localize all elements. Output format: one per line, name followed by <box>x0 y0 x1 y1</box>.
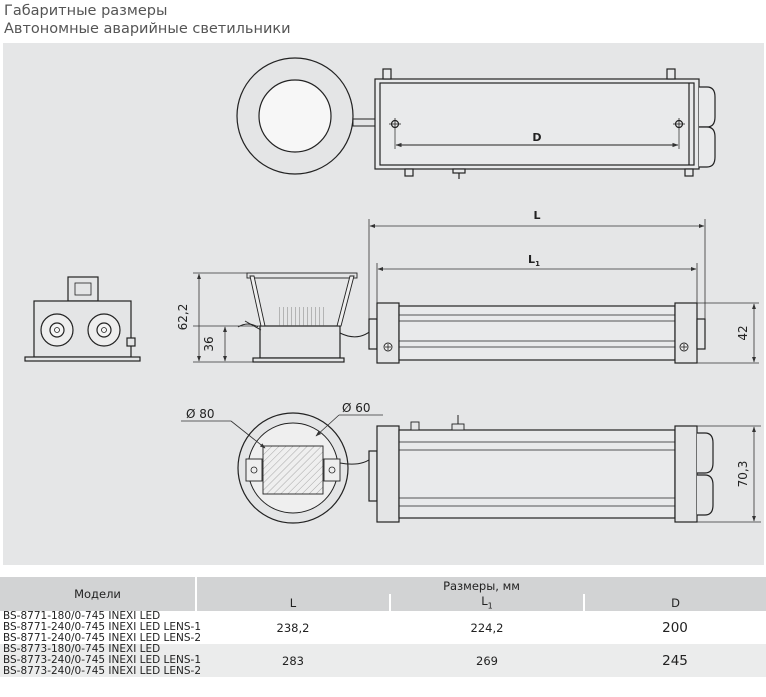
dimension-62-2-label: 62,2 <box>176 304 190 331</box>
model-name: BS-8773-240/0-745 INEXI LED LENS-2 <box>3 665 202 677</box>
table-row: BS-8771-180/0-745 INEXI LED BS-8771-240/… <box>0 611 766 644</box>
header-sizes: Размеры, мм <box>194 577 766 594</box>
model-name: BS-8773-180/0-745 INEXI LED <box>3 643 161 655</box>
technical-drawing: D 62,2 36 <box>24 57 761 524</box>
header-d: D <box>582 594 766 611</box>
dimension-42-label: 42 <box>736 325 750 340</box>
models-cell: BS-8773-180/0-745 INEXI LED BS-8773-240/… <box>0 643 202 677</box>
dimension-l1-sub: 1 <box>535 260 540 268</box>
model-name: BS-8771-180/0-745 INEXI LED <box>3 610 161 622</box>
dimension-l1-main: L <box>528 253 535 266</box>
dimension-70-3-label: 70,3 <box>736 461 750 488</box>
end-view <box>24 276 141 362</box>
value-d: 245 <box>584 644 766 677</box>
diameter-60-label: Ø 60 <box>342 401 371 415</box>
value-l1: 269 <box>390 644 584 677</box>
value-l1: 224,2 <box>390 611 584 644</box>
value-d: 200 <box>584 611 766 644</box>
page-title: Габаритные размеры <box>4 3 168 19</box>
side-view-heatsink <box>237 272 376 363</box>
front-view-tube <box>368 415 714 523</box>
dimensions-table: Модели Размеры, мм L L1 D BS-8771-180/0-… <box>0 577 766 677</box>
value-l: 283 <box>196 644 390 677</box>
dimension-36-label: 36 <box>202 336 216 351</box>
model-name: BS-8771-240/0-745 INEXI LED LENS-1 <box>3 621 202 633</box>
table-row: BS-8773-180/0-745 INEXI LED BS-8773-240/… <box>0 644 766 677</box>
model-name: BS-8773-240/0-745 INEXI LED LENS-1 <box>3 654 202 666</box>
diameter-80-label: Ø 80 <box>186 407 215 421</box>
plan-view <box>374 68 716 179</box>
dimension-d-label: D <box>532 131 541 144</box>
page-subtitle: Автономные аварийные светильники <box>4 21 291 37</box>
header-l1-sub: 1 <box>487 601 493 611</box>
header-models: Модели <box>0 577 196 611</box>
front-view-round <box>236 57 376 175</box>
header-l1: L1 <box>389 594 584 611</box>
dimension-l1-label: L1 <box>528 253 540 268</box>
bottom-view-round <box>237 412 374 524</box>
dimension-l-label: L <box>533 209 540 222</box>
header-l1-main: L <box>481 594 488 609</box>
model-name: BS-8771-240/0-745 INEXI LED LENS-2 <box>3 632 202 644</box>
drawing-panel: D 62,2 36 <box>3 43 764 565</box>
header-l: L <box>195 594 390 611</box>
side-view-tube <box>368 302 706 364</box>
models-cell: BS-8771-180/0-745 INEXI LED BS-8771-240/… <box>0 610 202 644</box>
value-l: 238,2 <box>196 611 390 644</box>
